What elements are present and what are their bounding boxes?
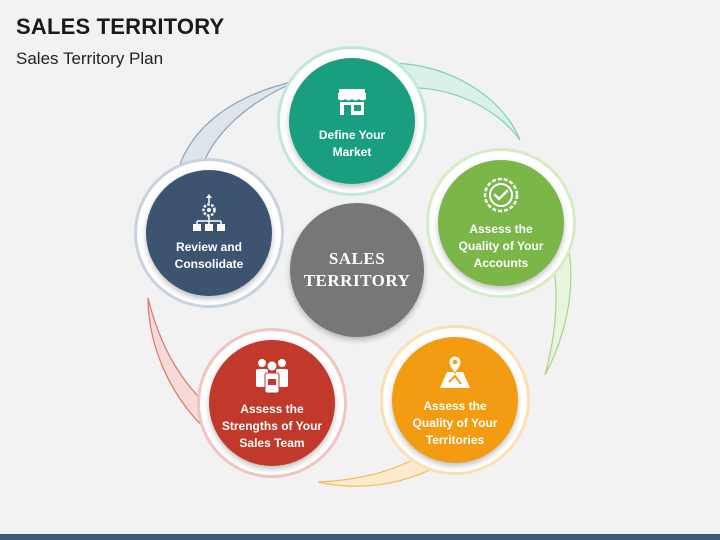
store-icon — [338, 89, 366, 115]
node-define-market: Define Your Market — [277, 46, 427, 196]
node-assess-accounts-label: Assess the Quality of Your Accounts — [458, 221, 544, 270]
node-review-consolidate-circle: Review and Consolidate — [146, 170, 272, 296]
center-hub: SALES TERRITORY — [290, 203, 424, 337]
node-assess-territories-circle: Assess the Quality of Your Territories — [392, 337, 518, 463]
center-label: SALES TERRITORY — [303, 249, 411, 290]
node-assess-territories: Assess the Quality of Your Territories — [380, 325, 530, 475]
map-pin-icon — [440, 354, 470, 388]
badge-check-icon — [483, 177, 519, 212]
hierarchy-icon — [193, 194, 225, 231]
node-review-consolidate-label: Review and Consolidate — [174, 240, 244, 271]
slide-subtitle: Sales Territory Plan — [16, 49, 164, 68]
slide-title: SALES TERRITORY — [16, 14, 225, 39]
bottom-accent-bar — [0, 534, 720, 540]
node-assess-accounts-circle: Assess the Quality of Your Accounts — [438, 160, 564, 286]
node-review-consolidate: Review and Consolidate — [134, 158, 284, 308]
team-icon — [256, 358, 288, 393]
node-assess-team-label: Assess the Strengths of Your Sales Team — [221, 401, 323, 450]
node-assess-territories-label: Assess the Quality of Your Territories — [412, 398, 498, 447]
node-assess-team: Assess the Strengths of Your Sales Team — [197, 328, 347, 478]
node-define-market-label: Define Your Market — [318, 128, 386, 159]
node-assess-accounts: Assess the Quality of Your Accounts — [426, 148, 576, 298]
node-define-market-circle: Define Your Market — [289, 58, 415, 184]
node-assess-team-circle: Assess the Strengths of Your Sales Team — [209, 340, 335, 466]
